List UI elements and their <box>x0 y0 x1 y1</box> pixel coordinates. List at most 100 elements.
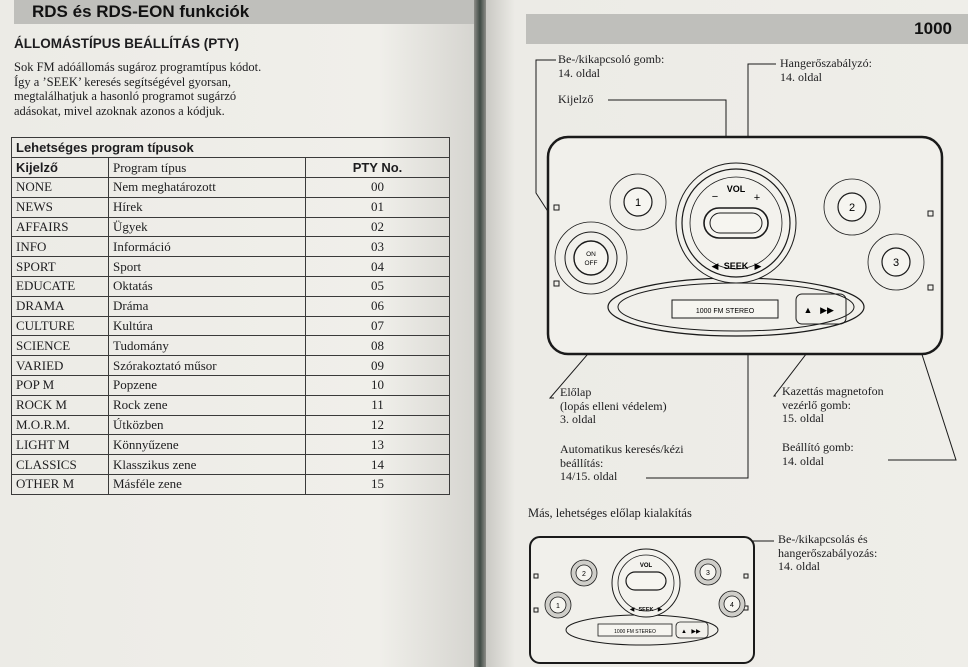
left-header-bar: RDS és RDS-EON funkciók <box>14 0 474 24</box>
callout-line: vezérlő gomb: <box>782 397 851 412</box>
led-indicator <box>927 284 934 291</box>
callout-line: Be-/kikapcsolás és <box>778 532 868 546</box>
table-header-row: Kijelző Program típus PTY No. <box>11 157 450 178</box>
radio2-preset-2-label: 2 <box>582 571 586 578</box>
callout-line: hangerőszabályozás: <box>778 545 878 560</box>
radio2-preset-4-label: 4 <box>730 602 734 609</box>
callout-line: 14. oldal <box>558 65 600 80</box>
radio2-preset-3-cap <box>699 563 717 581</box>
led-indicator <box>553 204 560 211</box>
intro-line: Sok FM adóállomás sugároz programtípus k… <box>14 60 262 74</box>
radio2-eject-icon[interactable]: ▲ <box>681 629 687 635</box>
radio2-left-icon[interactable]: ◀ <box>630 607 635 613</box>
volume-plus-button[interactable]: + <box>754 192 760 204</box>
volume-label: Hangerőszabályzó: 14. oldal <box>780 56 872 84</box>
front-panel-label: Előlap (lopás elleni védelem) 3. oldal <box>560 385 667 427</box>
display-cell: NEWS <box>11 196 109 218</box>
seek-label: SEEK <box>724 261 749 271</box>
volume-minus-button[interactable]: − <box>712 191 718 203</box>
program-type-cell: Klasszikus zene <box>108 454 306 475</box>
intro-line: megtalálhatjuk a hasonló programot sugár… <box>14 89 237 103</box>
dial-inner-ring <box>689 176 783 270</box>
pty-number-cell: 12 <box>305 414 450 436</box>
program-type-cell: Oktatás <box>108 275 306 297</box>
pty-number-cell: 01 <box>305 196 450 218</box>
page-number: 1000 <box>914 19 952 38</box>
radio2-cassette-control[interactable] <box>675 621 709 639</box>
intro-line: adásokat, mivel azoknak azonos a kódjuk. <box>14 103 225 118</box>
program-type-cell: Sport <box>108 256 306 277</box>
callout-line: 3. oldal <box>560 412 596 426</box>
off-label: OFF <box>585 260 598 267</box>
preset-1-button[interactable] <box>623 187 653 217</box>
power-button[interactable] <box>573 240 609 276</box>
right-page: 1000 Be-/kikapcsoló gomb: 14. oldal Hang… <box>486 0 968 667</box>
preset-2-button[interactable] <box>837 192 867 222</box>
pty-number-cell: 13 <box>305 434 450 456</box>
preset-3-button[interactable] <box>881 247 911 277</box>
radio2-display-window <box>625 571 667 591</box>
radio2-preset-1-cap <box>549 596 567 614</box>
eject-icon[interactable]: ▲ <box>804 305 813 315</box>
radio-diagram: 1000 FM STEREO ▲ ▶▶ VOL − + SEEK ◀ ▶ 1 2… <box>529 59 957 664</box>
radio2-preset-3-label: 3 <box>706 570 710 577</box>
callout-line: Kazettás magnetofon <box>782 384 884 398</box>
radio2-right-icon[interactable]: ▶ <box>658 607 663 613</box>
callout-line: Előlap <box>560 385 592 399</box>
intro-line: Így a ’SEEK’ keresés segítségével gyorsa… <box>14 74 232 89</box>
program-type-cell: Másféle zene <box>108 473 306 495</box>
pty-number-cell: 05 <box>305 275 450 297</box>
pty-number-cell: 06 <box>305 295 450 317</box>
program-type-cell: Tudomány <box>108 335 306 357</box>
pty-number-cell: 07 <box>305 315 450 337</box>
callout-line: (lopás elleni védelem) <box>560 398 667 413</box>
callout-line: Beállító gomb: <box>782 440 854 454</box>
auto-seek-label: Automatikus keresés/kézi beállítás: 14/1… <box>560 442 684 484</box>
preset-1-label: 1 <box>635 197 641 209</box>
dial-ring[interactable] <box>681 168 791 278</box>
display-window <box>703 207 769 239</box>
seek-right-icon[interactable]: ▶ <box>755 261 762 271</box>
display-cell: ROCK M <box>11 394 109 416</box>
table-caption: Lehetséges program típusok <box>11 137 450 158</box>
display-cell: M.O.R.M. <box>11 414 109 436</box>
power-knob-ring <box>554 221 628 295</box>
display-cell: LIGHT M <box>11 434 109 456</box>
cassette-label: Kazettás magnetofon vezérlő gomb: 15. ol… <box>782 384 884 426</box>
display-cell: EDUCATE <box>11 275 109 297</box>
cassette-control[interactable] <box>795 293 847 325</box>
led-indicator <box>553 280 560 287</box>
fast-forward-icon[interactable]: ▶▶ <box>820 305 834 315</box>
pty-number-cell: 04 <box>305 256 450 277</box>
led-indicator <box>533 607 539 613</box>
program-type-cell: Dráma <box>108 295 306 317</box>
callout-line: beállítás: <box>560 455 604 470</box>
preset-3-ring <box>867 233 925 291</box>
callout-line: 14. oldal <box>778 559 820 573</box>
display-cell: OTHER M <box>11 473 109 495</box>
power-volume-label: Be-/kikapcsolás és hangerőszabályozás: 1… <box>778 532 878 574</box>
display-cell: POP M <box>11 374 109 396</box>
radio2-cassette-display <box>597 623 673 637</box>
pty-number-cell: 14 <box>305 454 450 475</box>
pty-number-cell: 10 <box>305 374 450 396</box>
seek-left-icon[interactable]: ◀ <box>712 261 719 271</box>
program-type-cell: Szórakoztató műsor <box>108 355 306 376</box>
radio2-ffwd-icon[interactable]: ▶▶ <box>691 629 701 635</box>
program-type-cell: Információ <box>108 236 306 258</box>
section-title: ÁLLOMÁSTÍPUS BEÁLLÍTÁS (PTY) <box>14 36 239 51</box>
pty-number-cell: 08 <box>305 335 450 357</box>
program-type-cell: Útközben <box>108 414 306 436</box>
preset-2-ring <box>823 178 881 236</box>
left-page: RDS és RDS-EON funkciók ÁLLOMÁSTÍPUS BEÁ… <box>0 0 474 667</box>
vol-label: VOL <box>727 184 746 194</box>
display-cell: CULTURE <box>11 315 109 337</box>
callout-line: Kijelző <box>558 92 594 106</box>
display-cell: SPORT <box>11 256 109 277</box>
on-label: ON <box>586 251 596 258</box>
